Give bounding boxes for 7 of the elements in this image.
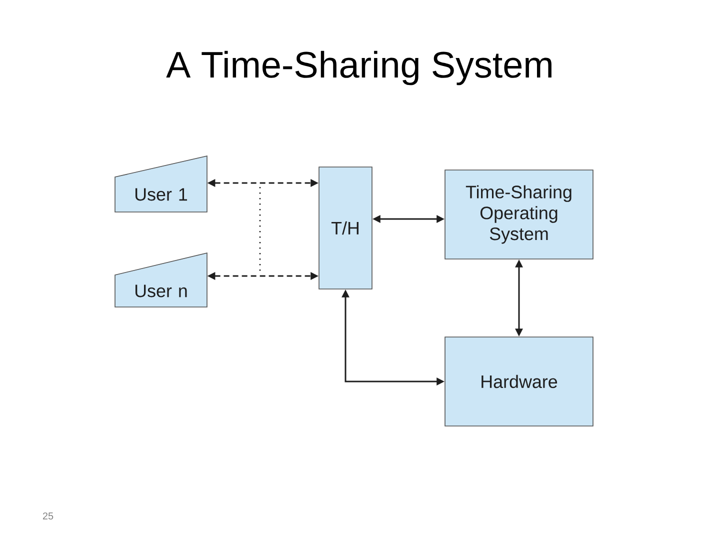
process-box: T/H bbox=[318, 166, 372, 290]
process-box: Hardware bbox=[444, 336, 594, 426]
terminal-box: User n bbox=[114, 252, 208, 308]
title: A Time-Sharing System bbox=[166, 50, 552, 86]
process-box: Time-Sharing Operating System bbox=[444, 170, 594, 260]
page-number: 25 bbox=[42, 512, 54, 520]
terminal-box: User 1 bbox=[114, 156, 208, 212]
